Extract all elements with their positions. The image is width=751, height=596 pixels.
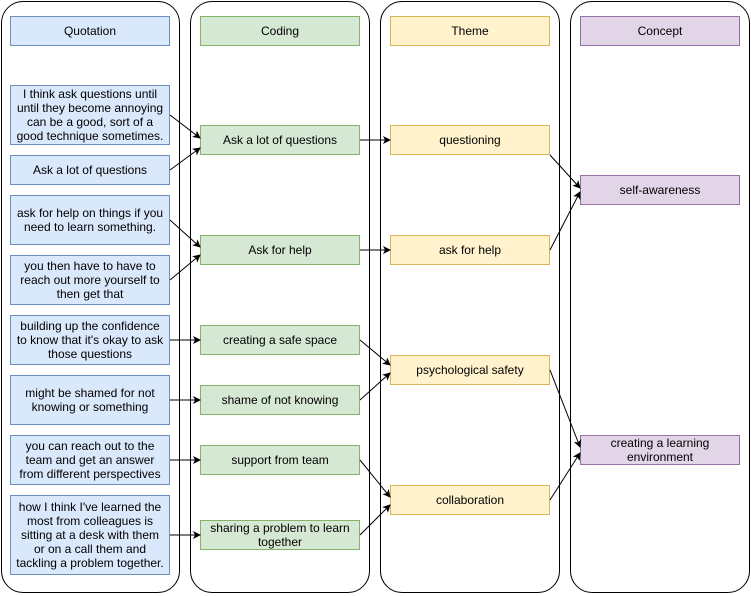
header-theme: Theme — [390, 16, 550, 46]
arrow-code-sharing-collab — [359, 504, 391, 536]
arrow-theme-askhelp-self — [549, 191, 581, 251]
arrow-q3-code — [169, 219, 201, 248]
concept-self-awareness: self-awareness — [580, 175, 740, 205]
header-quotation: Quotation — [10, 16, 170, 46]
code-safe-space: creating a safe space — [200, 325, 360, 355]
quote-4: you then have to have to reach out more … — [10, 255, 170, 305]
quote-1: I think ask questions until until they b… — [10, 85, 170, 145]
arrow-theme-psych-env — [549, 369, 582, 448]
arrow-theme-collab-env — [549, 452, 581, 501]
code-ask-for-help: Ask for help — [200, 235, 360, 265]
theme-psych-safety: psychological safety — [390, 355, 550, 385]
quote-5: building up the confidence to know that … — [10, 315, 170, 365]
arrow-code-shame-psych — [359, 372, 391, 401]
arrow-theme-questioning-self — [549, 154, 581, 189]
arrow-code-safe-psych — [359, 339, 391, 366]
quote-8: how I think I've learned the most from c… — [10, 495, 170, 575]
header-concept: Concept — [580, 16, 740, 46]
quote-3: ask for help on things if you need to le… — [10, 195, 170, 245]
quote-6: might be shamed for not knowing or somet… — [10, 375, 170, 425]
quote-2: Ask a lot of questions — [10, 155, 170, 185]
code-ask-questions: Ask a lot of questions — [200, 125, 360, 155]
theme-ask-for-help: ask for help — [390, 235, 550, 265]
quote-7: you can reach out to the team and get an… — [10, 435, 170, 485]
theme-collaboration: collaboration — [390, 485, 550, 515]
arrow-q1-code — [169, 114, 201, 139]
arrow-code-support-collab — [359, 459, 391, 498]
code-shame: shame of not knowing — [200, 385, 360, 415]
code-support-team: support from team — [200, 445, 360, 475]
concept-learning-env: creating a learning environment — [580, 435, 740, 465]
arrow-q2-code — [169, 147, 201, 171]
arrow-q4-code — [169, 254, 201, 281]
coding-lane — [190, 1, 370, 593]
concept-lane — [570, 1, 750, 593]
theme-questioning: questioning — [390, 125, 550, 155]
header-coding: Coding — [200, 16, 360, 46]
